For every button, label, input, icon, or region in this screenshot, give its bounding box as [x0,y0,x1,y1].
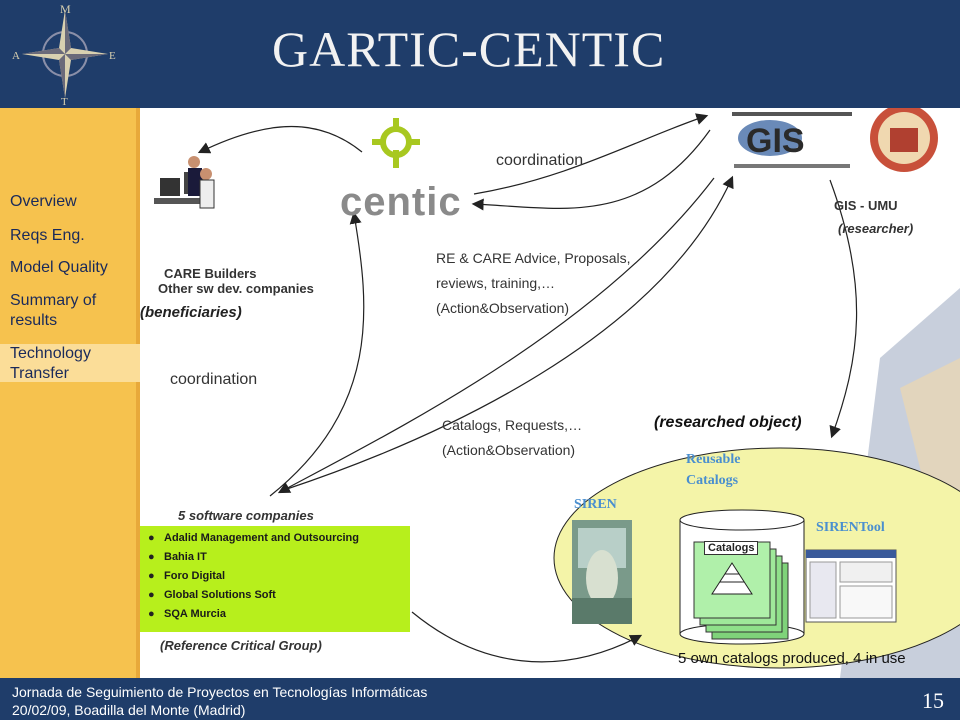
arrow-companies-to-centic [269,211,365,497]
arrow-gis-to-companies [277,177,715,494]
compass-e: E [109,50,116,62]
care-builders-label: CARE Builders [164,266,257,281]
arrow-gis-to-catalogs [829,179,858,439]
company-item: Bahia IT [164,551,207,563]
catalogs-line2: (Action&Observation) [442,442,576,458]
five-companies-label: 5 software companies [178,508,314,523]
bullet-icon: ● [148,570,155,582]
catalogs-produced-label: 5 own catalogs produced, 4 in use [678,650,906,667]
company-item: Foro Digital [164,570,226,582]
companies-box: ● Adalid Management and Outsourcing ● Ba… [140,526,410,632]
coordination-left-label: coordination [170,371,258,388]
reusable-catalogs-line1: Reusable [686,452,741,467]
sirentool-label: SIRENTool [816,520,885,535]
researcher-label: (researcher) [838,221,914,236]
footer-date-place: 20/02/09, Boadilla del Monte (Madrid) [12,702,246,718]
reusable-catalogs-line2: Catalogs [686,473,739,488]
advice-line1: RE & CARE Advice, Proposals, [436,250,631,266]
bullet-icon: ● [148,551,155,563]
arrow-coord-centic-gis [473,113,709,195]
other-companies-label: Other sw dev. companies [158,281,314,296]
company-item: Adalid Management and Outsourcing [164,532,359,544]
diagram-area: GIS [140,108,960,678]
arrow-companies-to-gis [283,175,734,491]
compass-s: T [61,96,68,106]
care-builders-people-icon [154,156,215,209]
arrow-coord-gis-centic [471,129,711,211]
sidebar-item-reqs-eng[interactable]: Reqs Eng. [10,227,85,244]
catalogs-tag: Catalogs [704,541,759,555]
compass-w: A [12,50,20,62]
svg-text:GIS: GIS [746,122,805,160]
arrow-centic-to-care [197,125,363,154]
reference-group-label: (Reference Critical Group) [160,638,322,653]
diagram-graphics: GIS [154,108,960,678]
arrow-companies-to-ellipse [411,611,643,663]
coordination-top-label: coordination [496,152,584,169]
advice-line3: (Action&Observation) [436,300,570,316]
advice-line2: reviews, training,… [436,275,556,291]
bullet-icon: ● [148,589,155,601]
compass-rose-icon: M A E T [12,2,116,106]
company-item: Global Solutions Soft [164,589,276,601]
siren-label: SIREN [574,497,617,512]
sidebar-item-summary[interactable]: Summary of results [10,292,97,329]
footer-event: Jornada de Seguimiento de Proyectos en T… [12,684,428,700]
slide-header: M A E T GARTIC-CENTIC [0,0,960,108]
centic-logo-text: centic [340,180,462,224]
beneficiaries-label: (beneficiaries) [140,304,242,321]
bullet-icon: ● [148,608,155,620]
bullet-icon: ● [148,532,155,544]
sidebar-item-overview[interactable]: Overview [10,193,77,210]
sidebar [0,108,136,678]
compass-n: M [60,2,71,16]
slide-title: GARTIC-CENTIC [272,21,666,77]
sidebar-divider [136,108,140,678]
sidebar-item-model-quality[interactable]: Model Quality [10,259,108,276]
gis-logo: GIS [732,112,852,168]
sidebar-item-technology-transfer[interactable]: Technology Transfer [0,344,140,382]
centic-logo-icon [372,118,420,168]
page-number: 15 [922,688,944,713]
catalogs-line1: Catalogs, Requests,… [442,417,583,433]
company-item: SQA Murcia [164,608,226,620]
umu-seal-icon [870,108,938,172]
gis-umu-label: GIS - UMU [834,198,898,213]
researched-object-label: (researched object) [654,414,802,431]
